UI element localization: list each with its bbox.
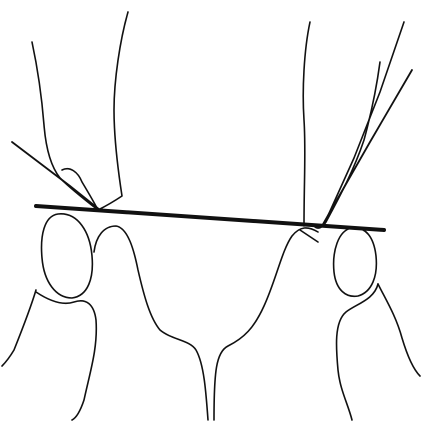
left-oblique-line: [12, 142, 100, 210]
central-left-contour: [94, 226, 208, 420]
right-oblique-line-secondary: [326, 22, 404, 220]
right-lower-bone-outer: [378, 284, 420, 376]
right-oval-bone: [334, 228, 377, 297]
right-bone-inner-edge: [303, 22, 310, 226]
left-oval-bone: [42, 214, 93, 298]
central-right-contour: [214, 228, 318, 420]
right-lower-bone: [336, 284, 378, 420]
left-bone-inner-edge: [98, 12, 128, 210]
left-lower-bone-cap: [36, 292, 96, 420]
left-bone-outer-edge: [32, 42, 98, 210]
left-lower-bone: [2, 290, 36, 366]
right-bone-outer-edge: [314, 62, 380, 228]
right-joint-segment: [300, 230, 318, 242]
